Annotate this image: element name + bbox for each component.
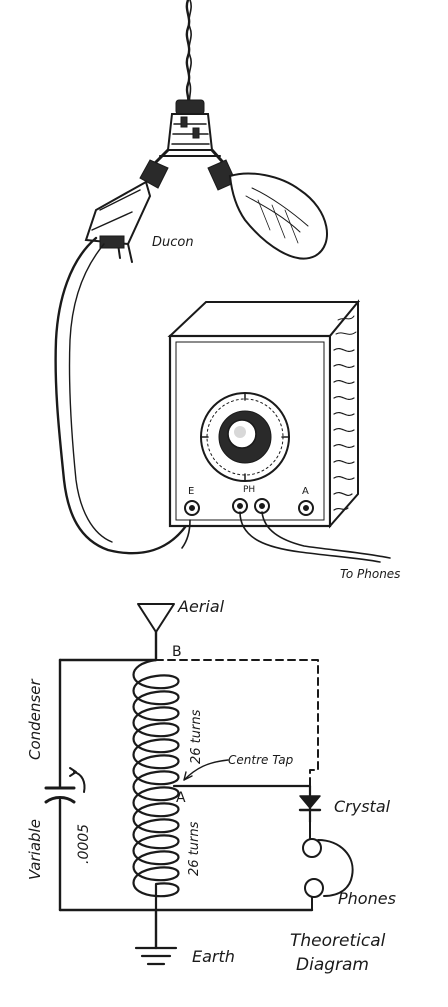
caption-line1: Theoretical [290, 931, 386, 951]
terminal-a-icon [298, 500, 314, 516]
phones-label: Phones [338, 889, 396, 908]
theoretical-diagram: Aerial B Condenser Variable .0005 26 tur… [26, 597, 396, 975]
terminal-ph1-icon [232, 498, 248, 514]
ducon-plug-icon [84, 159, 169, 263]
tuning-coil-icon [132, 658, 180, 912]
tuning-dial[interactable] [200, 392, 290, 482]
centre-tap-label: Centre Tap [228, 753, 294, 767]
point-b-label: B [172, 644, 182, 660]
condenser-label: Condenser [26, 679, 44, 760]
turns-lower-label: 26 turns [187, 821, 202, 876]
headphones-icon [302, 821, 354, 911]
terminal-e-icon [184, 500, 200, 516]
terminal-a-label: A [302, 486, 309, 497]
dashed-link [155, 659, 319, 791]
to-phones-label: To Phones [340, 567, 400, 581]
terminal-e-label: E [188, 486, 194, 497]
point-a-label: A [176, 790, 186, 806]
terminal-ph2-icon [254, 498, 270, 514]
turns-upper-label: 26 turns [189, 709, 204, 764]
variable-condenser-icon [44, 767, 86, 804]
earth-icon [134, 946, 178, 966]
crystal-detector-icon [298, 784, 322, 824]
aerial-label: Aerial [177, 597, 225, 616]
earth-label: Earth [192, 947, 235, 966]
variable-label: Variable [26, 819, 44, 880]
crystal-label: Crystal [334, 797, 391, 816]
lampholder-adaptor-icon [148, 99, 230, 170]
pictorial-view: Ducon E [54, 0, 400, 581]
ducon-lead [54, 236, 192, 555]
light-bulb-icon [207, 159, 328, 260]
capacitance-label: .0005 [76, 824, 92, 864]
phone-leads [239, 511, 391, 563]
aerial-icon [137, 603, 175, 633]
ducon-label: Ducon [152, 235, 194, 250]
caption-line2: Diagram [296, 955, 369, 975]
terminal-ph-label: PH [243, 485, 255, 495]
